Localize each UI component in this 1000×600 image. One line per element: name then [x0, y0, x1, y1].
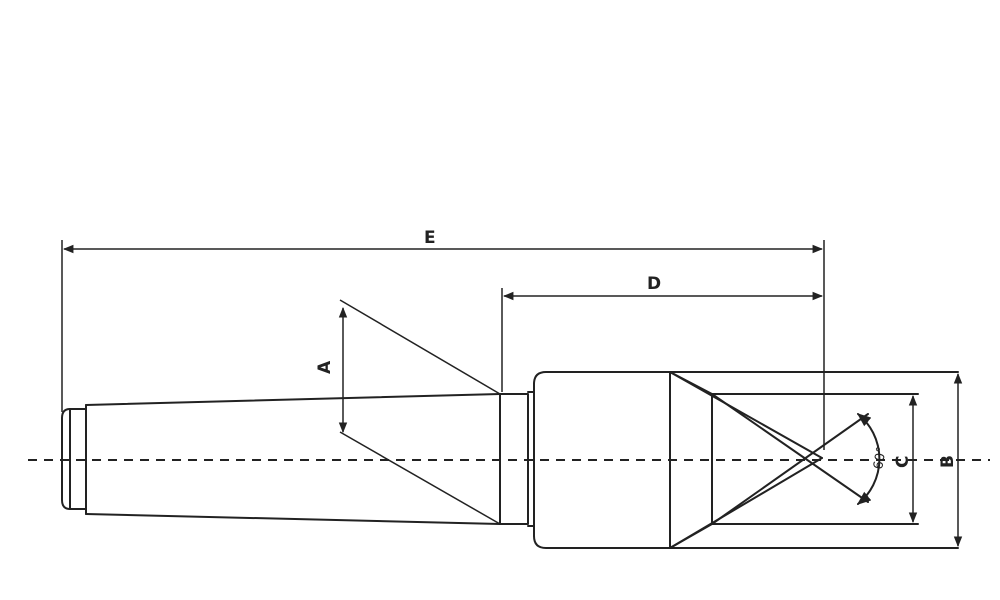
body — [533, 371, 959, 549]
taper-shank — [61, 393, 501, 525]
dimension-c: C — [893, 394, 918, 524]
dimension-a: A — [315, 299, 501, 525]
angle-60-marker: 60° — [856, 413, 890, 505]
dimension-e-label: E — [424, 228, 436, 248]
dimension-b-label: B — [938, 455, 958, 468]
dimension-a-label: A — [315, 360, 335, 374]
dimension-d-label: D — [647, 274, 661, 294]
dimension-c-label: C — [893, 456, 913, 468]
dimension-b: B — [938, 372, 963, 548]
angle-label: 60° — [871, 445, 890, 470]
dimension-d: D — [501, 274, 824, 392]
dimension-e: E — [61, 228, 825, 450]
